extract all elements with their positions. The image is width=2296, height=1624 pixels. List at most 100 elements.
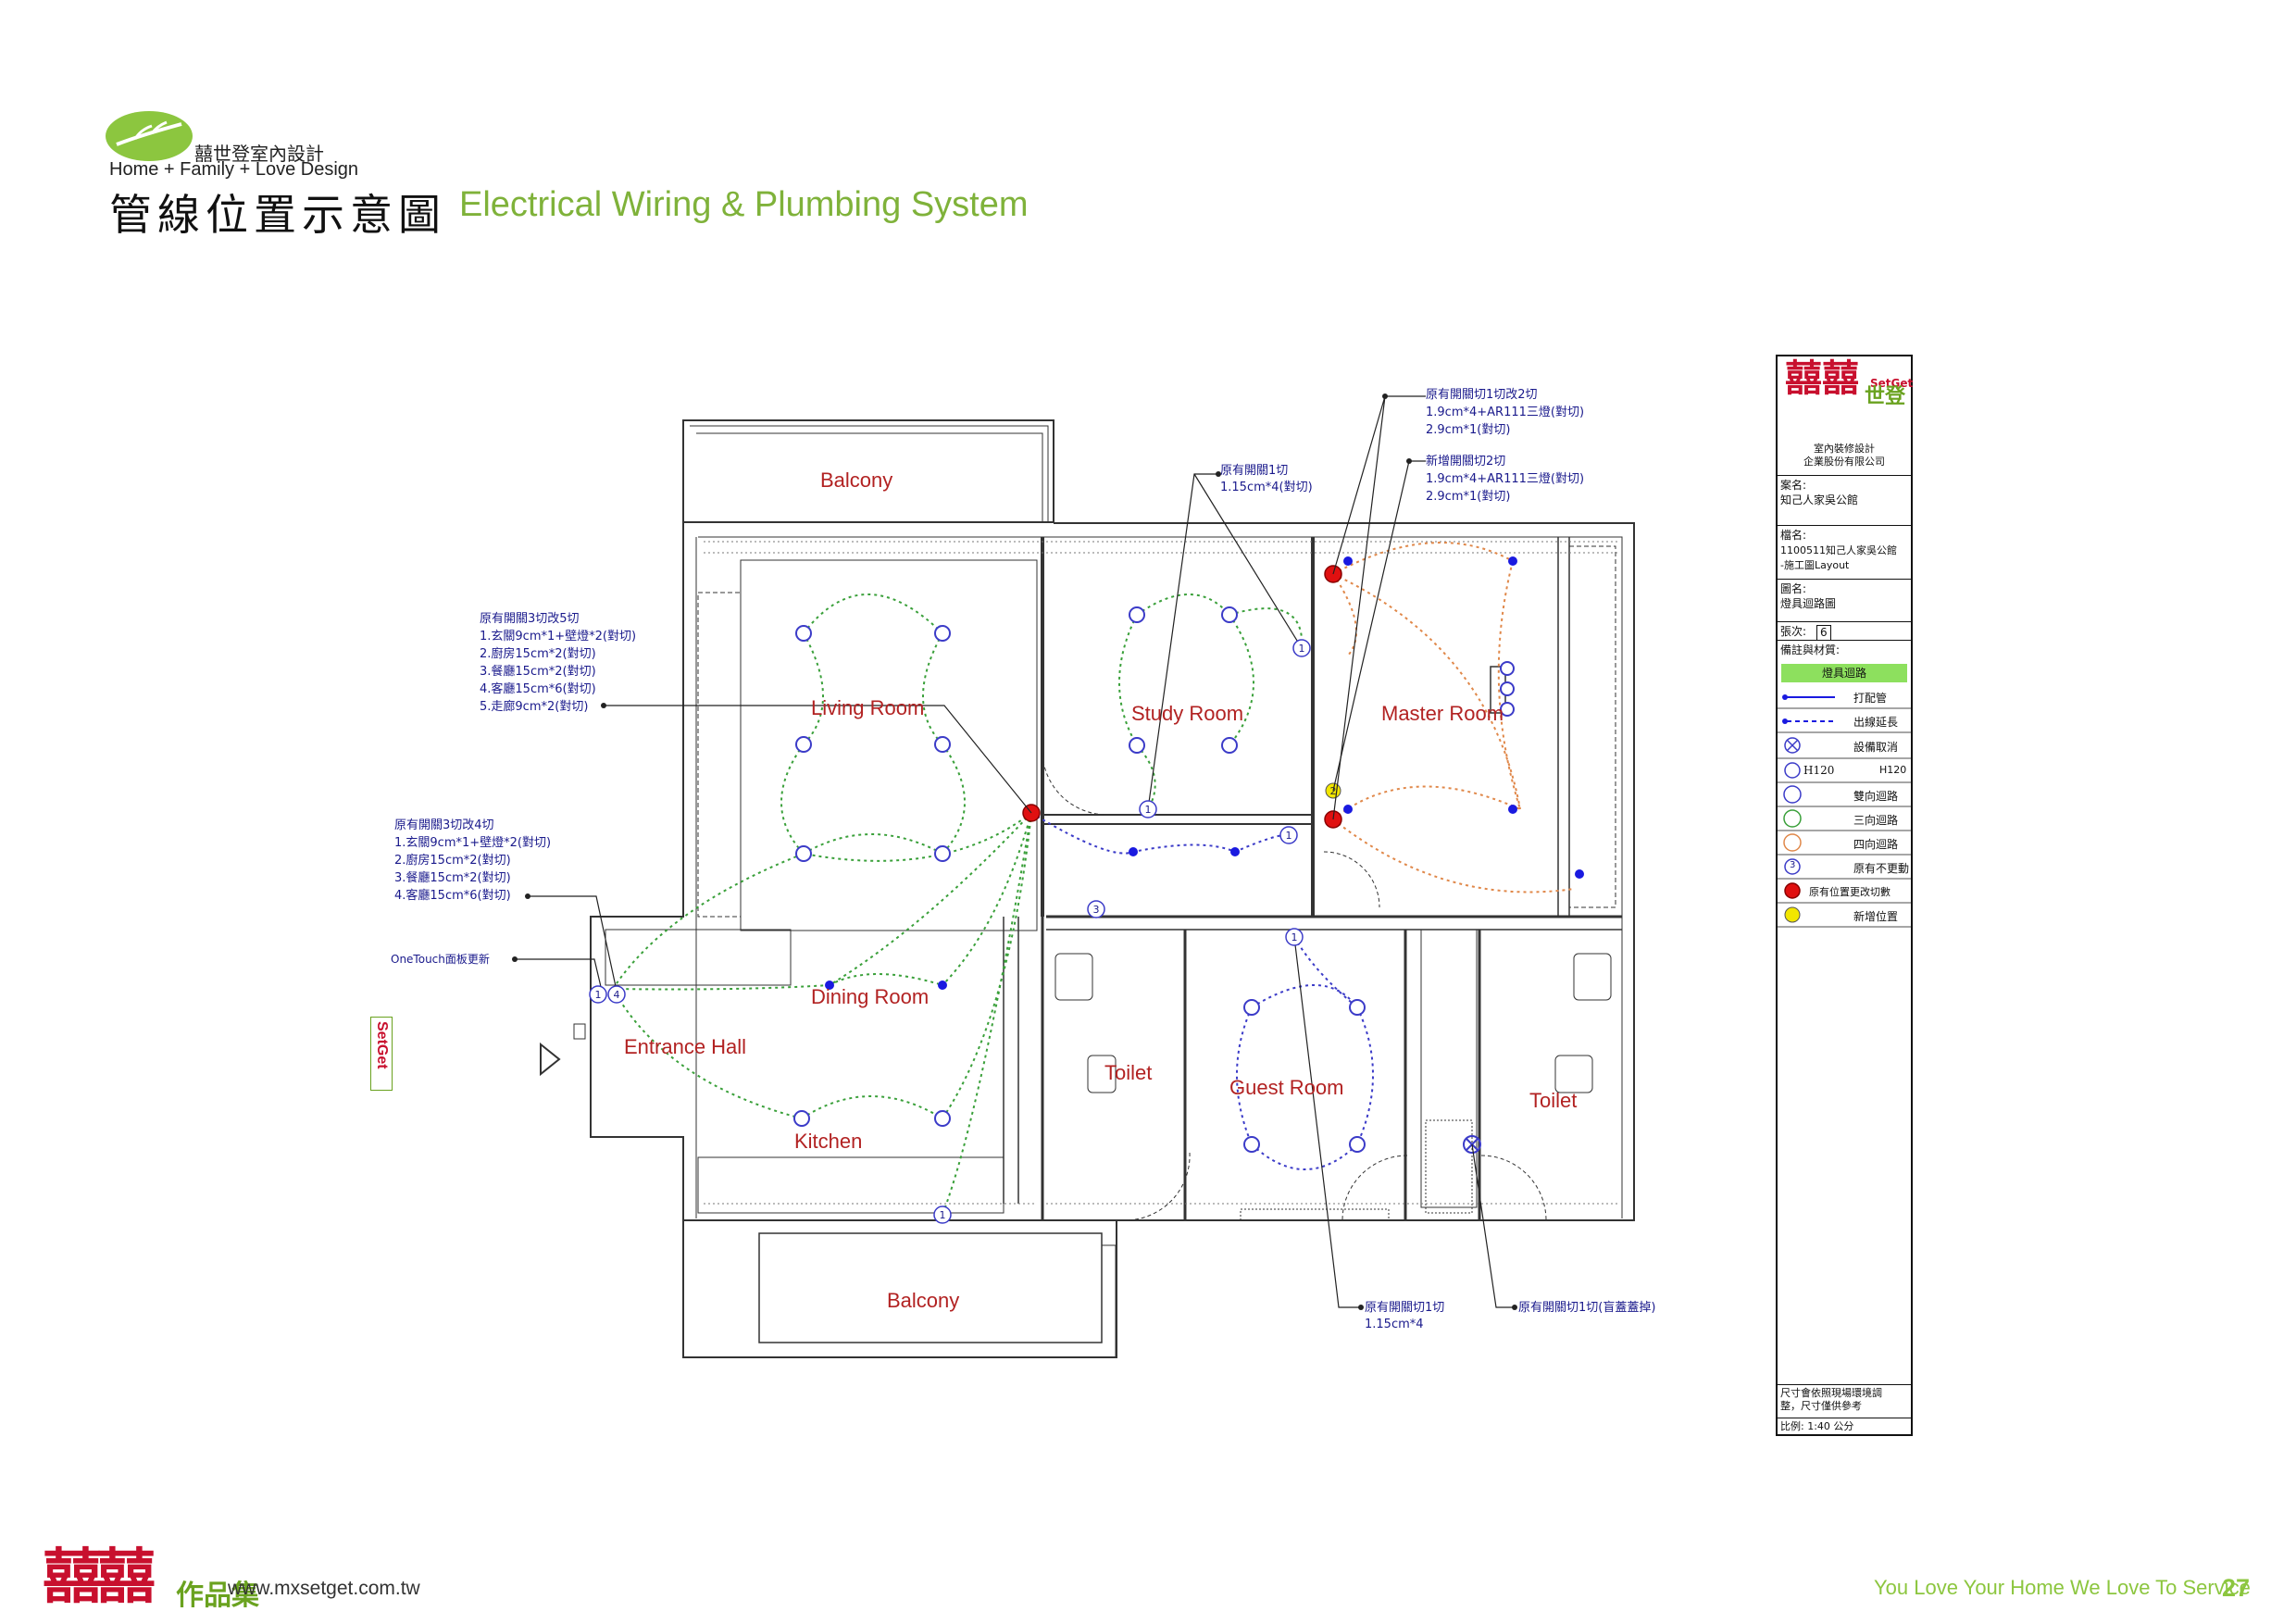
legend-number: 3 [1790,860,1796,870]
room-label-toilet-left: Toilet [1104,1061,1152,1084]
legend-label: 打配管 [1853,692,1888,705]
annotation-line: 1.玄關9cm*1+壁燈*2(對切) [394,836,551,850]
brand-leaf-logo [106,111,193,161]
case-label: 案名: [1780,479,1807,492]
annotation-line: 1.9cm*4+AR111三燈(對切) [1426,472,1584,486]
svg-text:4: 4 [614,989,620,1001]
leader-lines [515,395,1515,1308]
annotation-line: 2.廚房15cm*2(對切) [394,853,511,868]
downlights [825,556,1584,990]
room-label-kitchen: Kitchen [794,1130,862,1153]
file-label: 檔名: [1780,529,1807,542]
legend-label: 四向迴路 [1853,838,1899,851]
room-label-study: Study Room [1131,702,1243,725]
annotation-line: 3.餐廳15cm*2(對切) [394,870,511,885]
legend-label: H120 [1803,764,1835,777]
annotation-line: 1.15cm*4 [1365,1318,1424,1331]
legend-label: 原有位置更改切數 [1809,886,1890,898]
svg-text:2: 2 [1330,785,1337,797]
drawing-value: 燈具迴路圖 [1780,597,1837,610]
room-label-entrance: Entrance Hall [624,1035,746,1058]
annotation-line: 5.走廊9cm*2(對切) [480,699,588,714]
brand-name-cn: 囍世登室內設計 [194,143,324,165]
annotation-line: 1.玄關9cm*1+壁燈*2(對切) [480,630,636,643]
side-setget-logo: SetGet [370,1017,393,1091]
legend-symbols [1778,694,1911,928]
switch-marker: 1 [1285,928,1304,946]
circuit-blue [1030,812,1374,1170]
page-title-en: Electrical Wiring & Plumbing System [459,185,1029,224]
legend-label: 出線延長 [1853,716,1899,729]
scale: 比例: 1:40 公分 [1780,1420,1854,1432]
annotation-line: 原有開關3切改5切 [480,612,580,626]
note-line-2: 整，尺寸僅供參考 [1780,1400,1862,1412]
svg-text:1: 1 [1145,804,1152,816]
light-fixtures [793,606,1515,1153]
room-label-balcony-bottom: Balcony [887,1289,959,1312]
file-value-2: -施工圖Layout [1780,559,1850,571]
entrance-arrow [540,1042,561,1077]
annotation-line: 原有開關3切改4切 [394,818,494,832]
file-value-1: 1100511知己人家吳公館 [1780,544,1897,556]
svg-text:3: 3 [1093,904,1100,916]
room-label-balcony-top: Balcony [820,468,892,492]
annotation-line: 原有開關切1切改2切 [1426,388,1538,402]
svg-text:1: 1 [1286,830,1292,842]
room-label-dining: Dining Room [811,985,929,1008]
legend-label: H120 [1879,764,1907,776]
annotation-line: 原有開關切1切 [1365,1301,1444,1315]
room-label-living: Living Room [811,696,924,719]
annotation-line: 4.客廳15cm*6(對切) [394,888,511,903]
notes-label: 備註與材質: [1780,643,1841,656]
footer-portfolio: 作品集 [176,1580,259,1612]
annotation-line: OneTouch面板更新 [391,952,490,966]
legend-label: 設備取消 [1853,741,1899,754]
page-number: 27 [2222,1574,2251,1602]
annotation-line: 1.15cm*4(對切) [1220,481,1313,494]
svg-text:1: 1 [1292,931,1298,943]
case-value: 知己人家吳公館 [1780,493,1859,506]
annotation-line: 3.餐廳15cm*2(對切) [480,664,596,679]
annotation-line: 2.9cm*1(對切) [1426,423,1510,437]
annotation-line: 2.9cm*1(對切) [1426,490,1510,504]
annotation-line: 2.廚房15cm*2(對切) [480,646,596,661]
svg-text:1: 1 [1299,643,1305,655]
switch-marker: 1 [1139,800,1157,818]
brand-tagline: Home + Family + Love Design [109,159,359,180]
page-title-cn: 管線位置示意圖 [109,190,446,240]
legend-title: 燈具迴路 [1781,664,1907,682]
legend-label: 雙向迴路 [1853,790,1899,803]
annotation-line: 4.客廳15cm*6(對切) [480,681,596,696]
room-label-toilet-right: Toilet [1529,1089,1577,1112]
switch-marker: 1 [589,985,607,1004]
switch-marker: 1 [1279,826,1298,844]
annotation-line: 新增開關切2切 [1426,454,1505,468]
room-label-guest: Guest Room [1229,1076,1344,1099]
switch-marker: 1 [1292,639,1311,657]
annotation-line: 原有開關1切 [1220,464,1288,478]
footer-url[interactable]: www.mxsetget.com.tw [228,1578,420,1599]
svg-text:1: 1 [595,989,602,1001]
page-row: 張次: 6 [1778,625,1911,641]
legend-label: 原有不更動 [1853,862,1910,875]
circuit-orange [1332,542,1575,893]
switch-marker: 4 [607,985,626,1004]
room-label-master: Master Room [1381,702,1504,725]
company-line-2: 企業股份有限公司 [1803,456,1885,468]
switch-marker: 1 [933,1206,952,1224]
company-line-1: 室內裝修設計 [1814,443,1875,455]
drawing-label: 圖名: [1780,582,1807,595]
legend-label: 新增位置 [1853,910,1899,923]
title-block: 囍囍 SetGet 世登 室內裝修設計 企業股份有限公司 案名: 知己人家吳公館… [1776,355,1913,1436]
footer-slogan: You Love Your Home We Love To Service [1874,1576,2251,1599]
plan-walls [573,419,1635,1358]
note-line-1: 尺寸會依照現場環境調 [1780,1387,1882,1399]
svg-text:1: 1 [940,1209,946,1221]
switch-marker: 3 [1087,900,1105,918]
annotation-line: 1.9cm*4+AR111三燈(對切) [1426,406,1584,419]
switch-marker: 2 [1330,785,1337,797]
footer-logo: 囍囍 [43,1543,156,1612]
legend-label: 三向迴路 [1853,814,1899,827]
annotation-line: 原有開關切1切(盲蓋蓋掉) [1518,1300,1655,1315]
